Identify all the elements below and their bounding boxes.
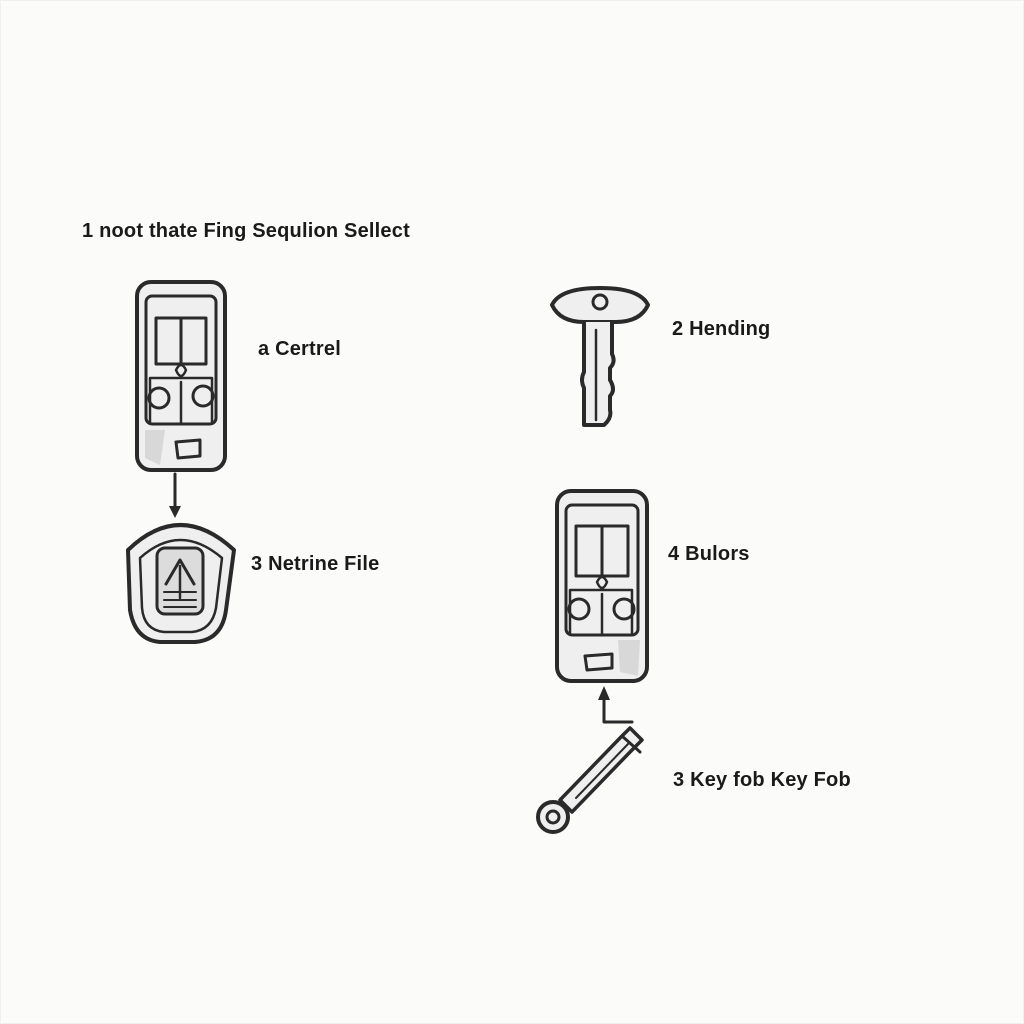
label-base: 3 Netrine File: [251, 553, 380, 575]
wrench-key-icon: [536, 726, 644, 834]
car-key-icon: [550, 286, 650, 427]
arrow-up-icon: [598, 686, 634, 724]
label-key: 2 Hending: [672, 318, 771, 340]
key-fob-base-icon: [126, 523, 236, 644]
key-fob-remote-icon: [555, 489, 649, 683]
label-key-fob: 3 Key fob Key Fob: [673, 769, 851, 791]
key-fob-remote-icon: [135, 280, 227, 472]
diagram-heading: 1 noot thate Fing Sequlion Sellect: [82, 220, 410, 242]
label-remote-right: 4 Bulors: [668, 543, 750, 565]
arrow-down-icon: [169, 472, 181, 518]
label-remote-top: a Certrel: [258, 338, 341, 360]
